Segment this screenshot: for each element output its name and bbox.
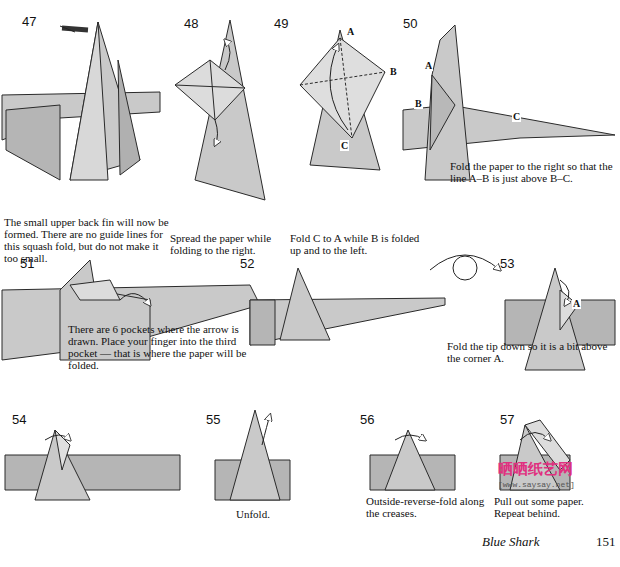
page-number: 151 [596, 534, 616, 550]
point-letter: A [424, 60, 433, 71]
step-caption: Fold C to A while B is folded up and to … [290, 232, 420, 256]
step-number: 52 [240, 256, 254, 271]
watermark: 晒晒纸艺网 [498, 460, 573, 479]
step-caption: Pull out some paper. Repeat behind. [494, 495, 614, 519]
step-number: 54 [12, 412, 26, 427]
step-caption: Outside-reverse-fold along the creases. [366, 495, 486, 519]
step-number: 49 [274, 16, 288, 31]
step-number: 56 [360, 412, 374, 427]
step-caption: There are 6 pockets where the arrow is d… [68, 323, 248, 371]
point-letter: B [389, 66, 398, 77]
step-number: 55 [206, 412, 220, 427]
step-number: 48 [184, 16, 198, 31]
step-caption: Unfold. [236, 508, 270, 520]
step-number: 51 [20, 256, 34, 271]
step-number: 47 [22, 14, 36, 29]
step-number: 50 [403, 16, 417, 31]
step-number: 57 [500, 412, 514, 427]
point-letter: C [512, 111, 521, 122]
point-letter: B [414, 98, 423, 109]
step-caption: Spread the paper while folding to the ri… [170, 232, 288, 256]
watermark-url: [www.saysay.net] [498, 480, 575, 489]
step-caption: Fold the paper to the right so that the … [450, 160, 615, 184]
point-letter: A [572, 298, 581, 309]
step-caption: Fold the tip down so it is a bit above t… [447, 340, 615, 364]
book-title: Blue Shark [482, 534, 539, 550]
step-number: 53 [500, 256, 514, 271]
point-letter: C [340, 140, 349, 151]
point-letter: A [346, 26, 355, 37]
